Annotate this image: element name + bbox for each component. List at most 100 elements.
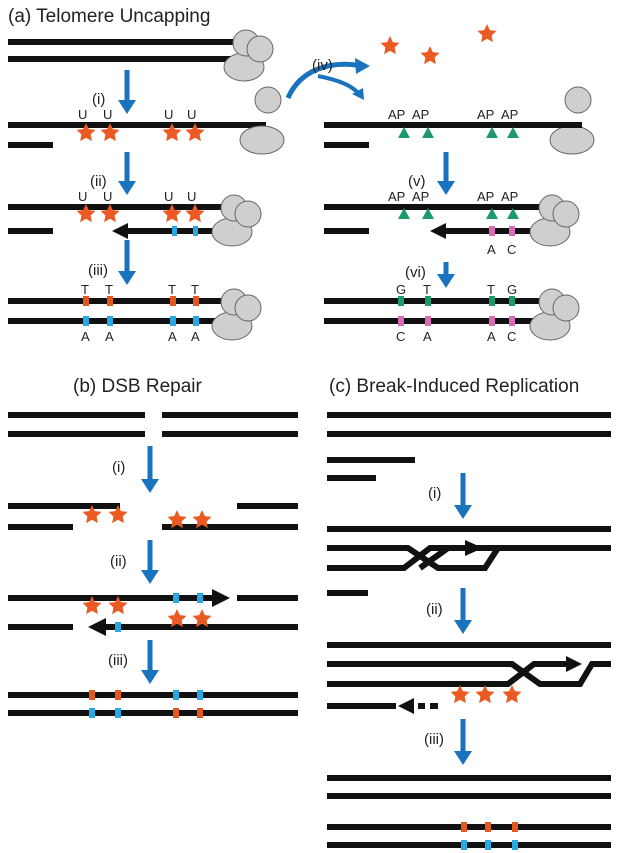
dna-strand: [327, 661, 570, 687]
star-icon: [192, 609, 212, 628]
step-label-iii: (iii): [108, 652, 128, 669]
arrow-icon: [566, 656, 582, 672]
protein-icon: [223, 29, 274, 82]
star-icon: [477, 24, 497, 43]
base-mark: [197, 690, 203, 700]
dna-strand: [327, 661, 611, 687]
panel-b-title: (b) DSB Repair: [73, 376, 202, 397]
base-letter: A: [105, 329, 114, 344]
base-mark: [83, 316, 89, 326]
uracil-label: U: [164, 189, 173, 204]
base-letter: T: [81, 282, 89, 297]
step-label-vi: (vi): [405, 264, 426, 281]
triangle-icon: [486, 208, 498, 219]
arrow-icon: [437, 262, 455, 288]
base-mark: [485, 840, 491, 850]
base-letter: A: [81, 329, 90, 344]
arrow-icon: [437, 152, 455, 195]
star-icon: [502, 685, 522, 704]
star-icon: [185, 123, 205, 142]
base-mark: [170, 296, 176, 306]
star-icon: [380, 36, 400, 55]
arrow-icon: [454, 719, 472, 765]
base-mark: [489, 296, 495, 306]
protein-icon: [211, 194, 262, 247]
base-letter: A: [487, 242, 496, 257]
base-mark: [509, 226, 515, 236]
star-icon: [185, 204, 205, 223]
base-letter: C: [507, 329, 516, 344]
arrow-icon: [454, 473, 472, 519]
arrow-icon: [430, 223, 446, 239]
star-icon: [100, 204, 120, 223]
base-letter: G: [507, 282, 517, 297]
base-mark: [509, 296, 515, 306]
base-mark: [83, 296, 89, 306]
panel-telomere-uncapping: (a) Telomere Uncapping (i) U U U U (iv): [8, 6, 595, 344]
step-label-i: (i): [112, 459, 125, 476]
arrow-icon: [118, 152, 136, 195]
arrow-icon: [118, 70, 136, 114]
base-mark: [107, 296, 113, 306]
base-mark: [398, 296, 404, 306]
arrow-icon: [118, 240, 136, 285]
step-label-ii: (ii): [110, 553, 127, 570]
base-letter: G: [396, 282, 406, 297]
base-mark: [115, 690, 121, 700]
base-mark: [172, 226, 177, 236]
base-mark: [173, 708, 179, 718]
base-mark: [193, 226, 198, 236]
uracil-label: U: [187, 189, 196, 204]
step-label-i: (i): [428, 485, 441, 502]
ap-site-label: AP: [477, 107, 494, 122]
star-icon: [100, 123, 120, 142]
step-label-v: (v): [408, 173, 426, 190]
base-mark: [485, 822, 491, 832]
base-letter: C: [507, 242, 516, 257]
protein-icon: [529, 194, 580, 247]
arrow-icon: [454, 588, 472, 634]
base-letter: T: [423, 282, 431, 297]
step-label-iii: (iii): [88, 262, 108, 279]
protein-icon: [239, 86, 285, 155]
arrow-icon: [398, 698, 414, 714]
star-icon: [475, 685, 495, 704]
star-icon: [167, 510, 187, 529]
step-label-iv: (iv): [312, 57, 333, 74]
uracil-label: U: [78, 189, 87, 204]
base-mark: [512, 822, 518, 832]
arrow-icon: [112, 223, 128, 239]
star-icon: [162, 204, 182, 223]
base-letter: T: [105, 282, 113, 297]
panel-a-title: (a) Telomere Uncapping: [8, 6, 210, 27]
base-letter: T: [191, 282, 199, 297]
arrow-icon: [285, 58, 370, 100]
step-label-ii: (ii): [90, 173, 107, 190]
triangle-icon: [398, 208, 410, 219]
arrow-icon: [141, 446, 159, 493]
base-mark: [461, 840, 467, 850]
star-icon: [76, 123, 96, 142]
base-mark: [193, 316, 199, 326]
base-mark: [115, 622, 121, 632]
ap-site-label: AP: [501, 107, 518, 122]
ap-site-label: AP: [388, 189, 405, 204]
ap-site-label: AP: [412, 189, 429, 204]
protein-icon: [549, 86, 595, 155]
arrow-icon: [465, 540, 483, 556]
base-letter: C: [396, 329, 405, 344]
base-mark: [489, 226, 495, 236]
base-letter: A: [423, 329, 432, 344]
base-mark: [89, 690, 95, 700]
arrow-icon: [212, 589, 230, 607]
step-label-ii: (ii): [426, 601, 443, 618]
protein-icon: [529, 288, 580, 341]
base-mark: [193, 296, 199, 306]
ap-site-label: AP: [501, 189, 518, 204]
step-label-i: (i): [92, 91, 105, 108]
star-icon: [192, 510, 212, 529]
base-mark: [197, 708, 203, 718]
base-mark: [89, 708, 95, 718]
triangle-icon: [422, 208, 434, 219]
